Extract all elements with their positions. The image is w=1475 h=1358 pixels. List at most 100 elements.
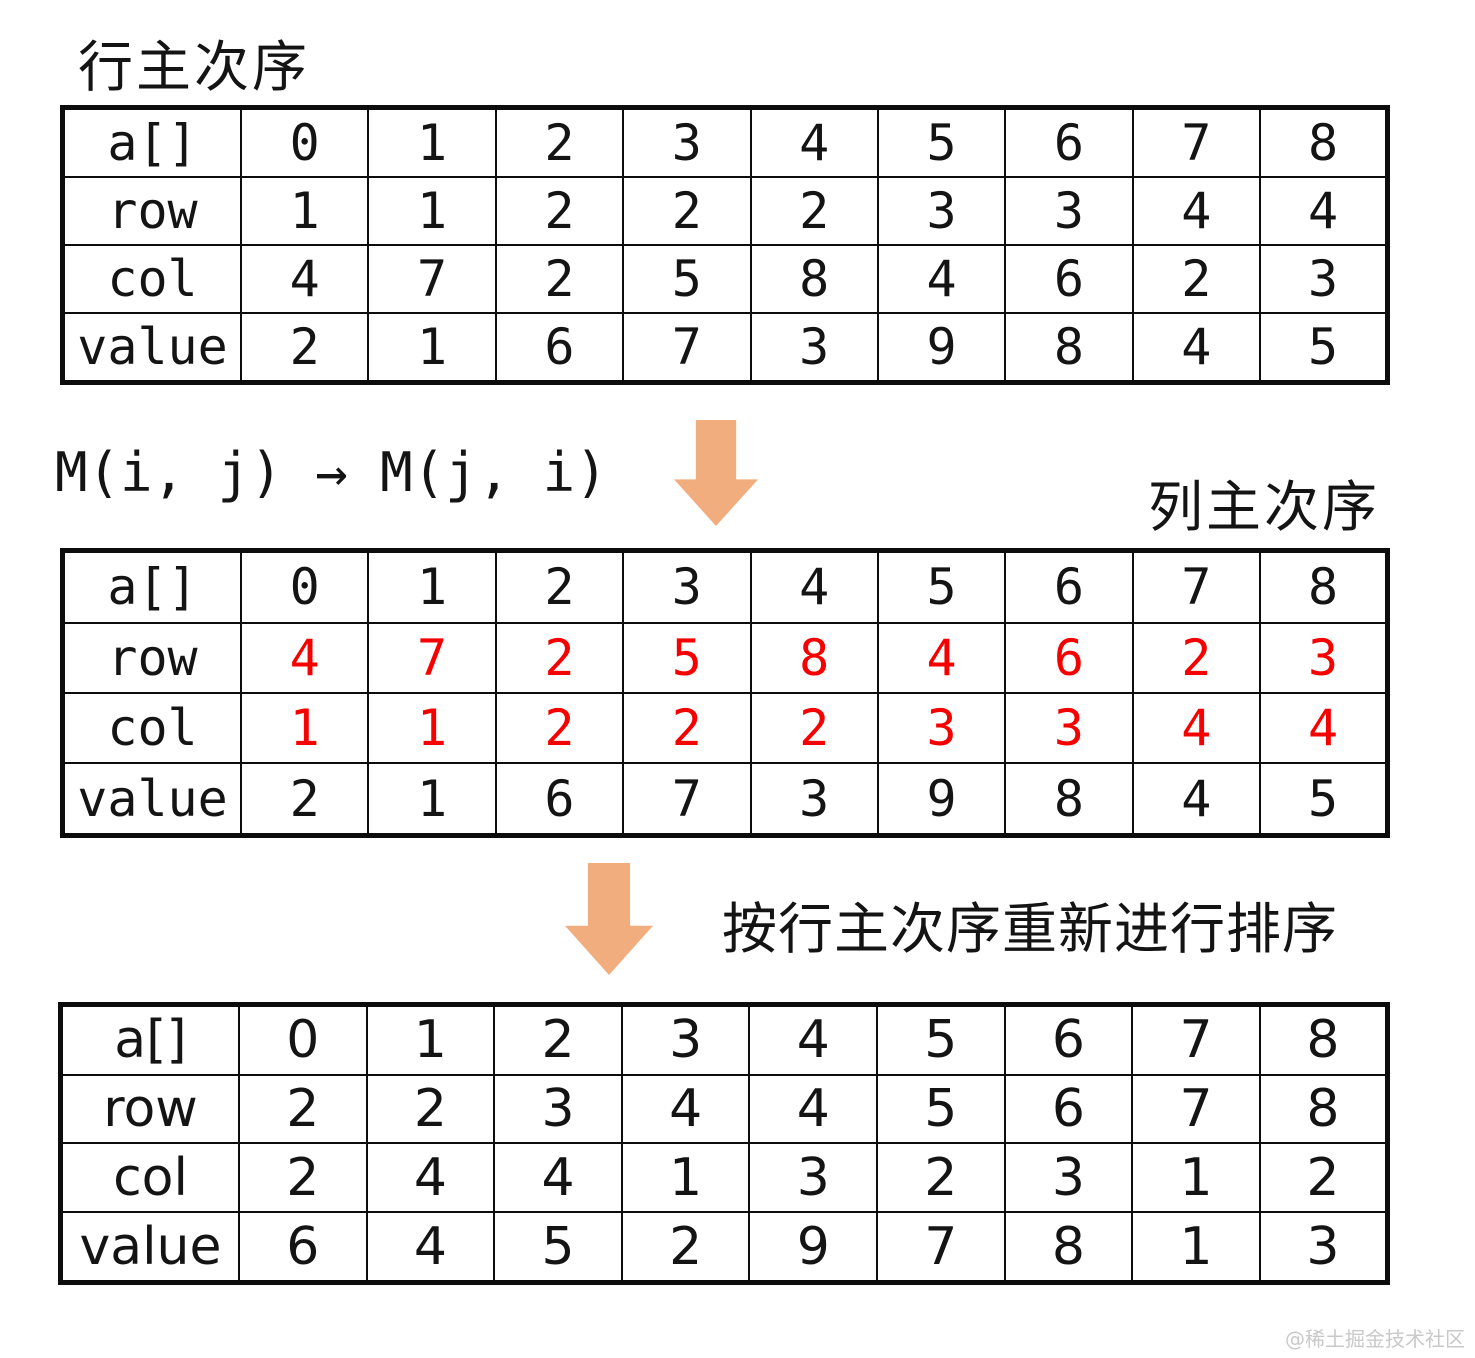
table-cell: 2 [494, 243, 625, 314]
down-arrow-icon [674, 420, 758, 526]
table-cell: 1 [367, 691, 497, 765]
table-cell: 4 [749, 106, 879, 179]
table-cell: 3 [749, 762, 879, 837]
row-major-title: 行主次序 [78, 35, 311, 99]
table-cell: 2 [365, 1073, 496, 1145]
table-cell: 2 [494, 106, 625, 179]
table-cell: 4 [876, 621, 1007, 694]
table-cell: 2 [876, 1142, 1006, 1214]
table-cell: 7 [367, 243, 497, 314]
table-cell: 8 [1259, 106, 1389, 179]
table-cell: 6 [1004, 621, 1134, 694]
watermark: @稀土掘金技术社区 [1285, 1327, 1465, 1351]
table-cell: 6 [1003, 1073, 1134, 1145]
row-label: value [61, 311, 242, 384]
table-cell: 3 [749, 311, 879, 384]
col-major-title: 列主次序 [1148, 475, 1381, 539]
table-cell: 6 [238, 1211, 368, 1284]
row-label: col [59, 1142, 240, 1214]
table-cell: 7 [1131, 106, 1262, 179]
row-label: a[] [61, 549, 242, 624]
row-label: a[] [59, 1003, 240, 1076]
table-cell: 1 [367, 311, 497, 384]
row-label: col [61, 691, 242, 765]
table-cell: 2 [494, 176, 625, 246]
table-cell: 3 [876, 691, 1007, 765]
table-cell: 4 [876, 243, 1007, 314]
transpose-formula: M(i, j) → M(j, i) [55, 441, 608, 504]
table-cell: 3 [1003, 1142, 1134, 1214]
table-cell: 4 [748, 1003, 879, 1076]
table-cell: 8 [1259, 549, 1389, 624]
table-cell: 3 [748, 1142, 879, 1214]
table-cell: 1 [367, 762, 497, 837]
table-cell: 7 [1131, 1073, 1261, 1145]
table-cell: 3 [493, 1073, 623, 1145]
table-cell: 5 [876, 106, 1007, 179]
table-cell: 2 [1131, 243, 1262, 314]
table-cell: 4 [239, 243, 370, 314]
table-cell: 8 [1258, 1003, 1389, 1076]
table-cell: 2 [749, 691, 879, 765]
table-cell: 2 [494, 621, 625, 694]
table-cell: 4 [365, 1142, 496, 1214]
table-cell: 1 [239, 176, 370, 246]
table-cell: 9 [876, 311, 1007, 384]
table-cell: 3 [622, 106, 752, 179]
table-cell: 2 [749, 176, 879, 246]
table-cell: 3 [1259, 621, 1389, 694]
table-cell: 2 [493, 1003, 623, 1076]
table-cell: 5 [622, 243, 752, 314]
table-cell: 6 [494, 762, 625, 837]
table-cell: 3 [620, 1003, 751, 1076]
table-cell: 8 [1004, 762, 1134, 837]
sort-caption: 按行主次序重新进行排序 [722, 897, 1339, 961]
row-label: row [59, 1073, 240, 1145]
table-cell: 1 [1131, 1142, 1261, 1214]
table-cell: 5 [1259, 311, 1389, 384]
table-cell: 1 [620, 1142, 751, 1214]
table-cell: 2 [1131, 621, 1262, 694]
table-cell: 3 [1004, 691, 1134, 765]
table-cell: 2 [494, 691, 625, 765]
table-cell: 2 [622, 691, 752, 765]
table-cell: 3 [622, 549, 752, 624]
table-cell: 3 [876, 176, 1007, 246]
table-cell: 4 [748, 1073, 879, 1145]
table-cell: 2 [238, 1073, 368, 1145]
table-cell: 2 [1258, 1142, 1389, 1214]
table-cell: 6 [1004, 106, 1134, 179]
table-cell: 0 [239, 549, 370, 624]
table-cell: 7 [1131, 549, 1262, 624]
table-cell: 4 [239, 621, 370, 694]
table-cell: 5 [876, 1003, 1006, 1076]
table-cell: 5 [622, 621, 752, 694]
table-cell: 9 [876, 762, 1007, 837]
table-cell: 8 [1003, 1211, 1134, 1284]
table-cell: 4 [1259, 176, 1389, 246]
table-cell: 2 [494, 549, 625, 624]
table-cell: 6 [494, 311, 625, 384]
table-cell: 1 [1131, 1211, 1261, 1284]
table-cell: 3 [1258, 1211, 1389, 1284]
row-label: col [61, 243, 242, 314]
table-cell: 1 [239, 691, 370, 765]
table-cell: 6 [1003, 1003, 1134, 1076]
table-cell: 4 [1259, 691, 1389, 765]
table-cell: 4 [749, 549, 879, 624]
table-cell: 4 [1131, 762, 1262, 837]
table-cell: 8 [749, 243, 879, 314]
